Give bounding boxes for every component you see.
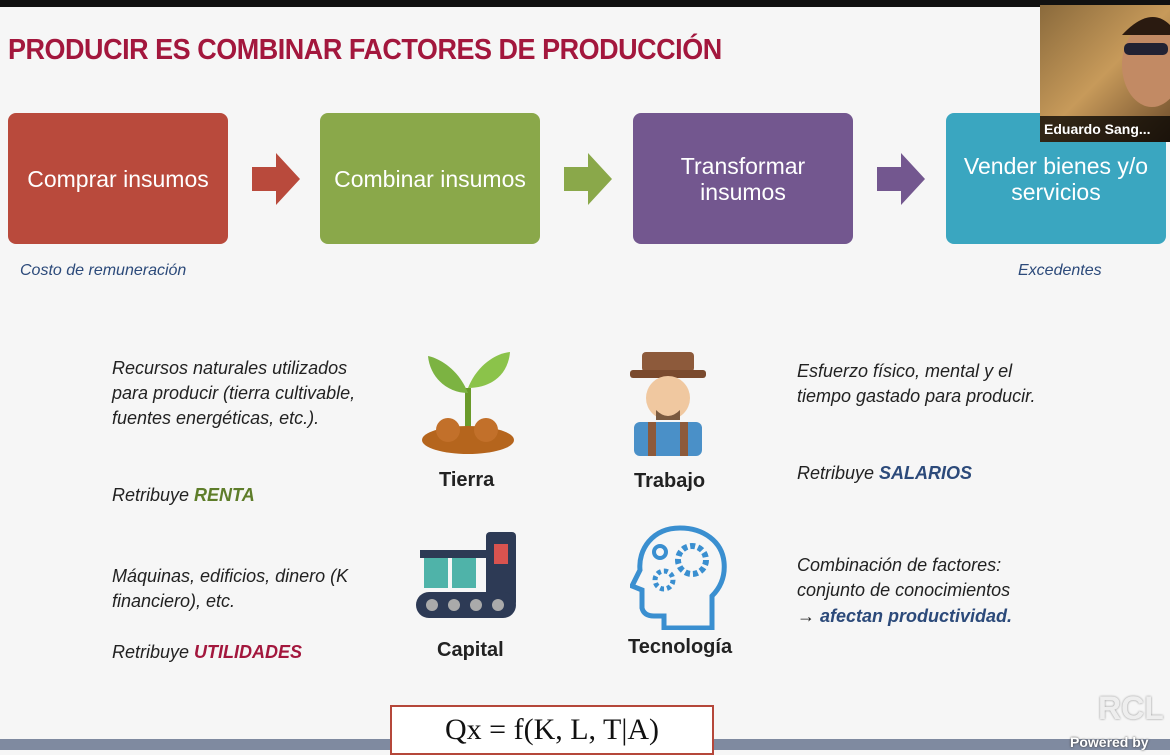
desc2-value: afectan productividad. [820,606,1013,626]
factory-machine-icon [416,532,516,618]
pay-prefix: Retribuye [797,463,880,483]
capital-pay: Retribuye UTILIDADES [112,640,302,665]
step-transformar: Transformar insumos [633,113,853,244]
tierra-desc: Recursos naturales utilizados para produ… [112,358,356,428]
trabajo-label: Trabajo [634,470,706,492]
capital-label: Capital [437,639,504,661]
caption-costo: Costo de remuneración [20,262,187,279]
arrow-right-icon [564,153,612,205]
powered-by: Powered by [1070,734,1149,750]
participant-video[interactable]: Eduardo Sang... [1040,5,1170,142]
head-gears-icon [630,525,727,630]
slide-title: PRODUCIR ES COMBINAR FACTORES DE PRODUCC… [8,34,722,66]
logo-text: RCL [1098,690,1164,726]
step-combinar: Combinar insumos [320,113,540,244]
pay-value: UTILIDADES [194,642,303,662]
arrow-right-icon [252,153,300,205]
tecnologia-label: Tecnología [628,636,733,658]
pay-value: RENTA [194,485,255,505]
pay-value: SALARIOS [879,463,973,483]
participant-name: Eduardo Sang... [1040,116,1170,142]
step-comprar: Comprar insumos [8,113,228,244]
capital-desc: Máquinas, edificios, dinero (K financier… [112,566,349,611]
farmer-icon [630,352,706,456]
top-bar [0,0,1170,7]
tierra-label: Tierra [439,469,495,491]
tecnologia-desc2: → afectan productividad. [797,604,1012,629]
sprout-icon [422,352,514,454]
brand-logo: RCL Powered by [1070,690,1170,750]
arrow-prefix: → [797,606,821,626]
trabajo-desc: Esfuerzo físico, mental y el tiempo gast… [797,361,1036,406]
tecnologia-desc: Combinación de factores: conjunto de con… [797,555,1011,600]
participant-avatar [1122,17,1170,107]
production-formula: Qx = f(K, L, T|A) [390,705,714,755]
arrow-right-icon [877,153,925,205]
trabajo-pay: Retribuye SALARIOS [797,461,972,486]
pay-prefix: Retribuye [112,642,195,662]
pay-prefix: Retribuye [112,485,195,505]
tierra-pay: Retribuye RENTA [112,483,255,508]
caption-excedentes: Excedentes [1018,262,1102,279]
